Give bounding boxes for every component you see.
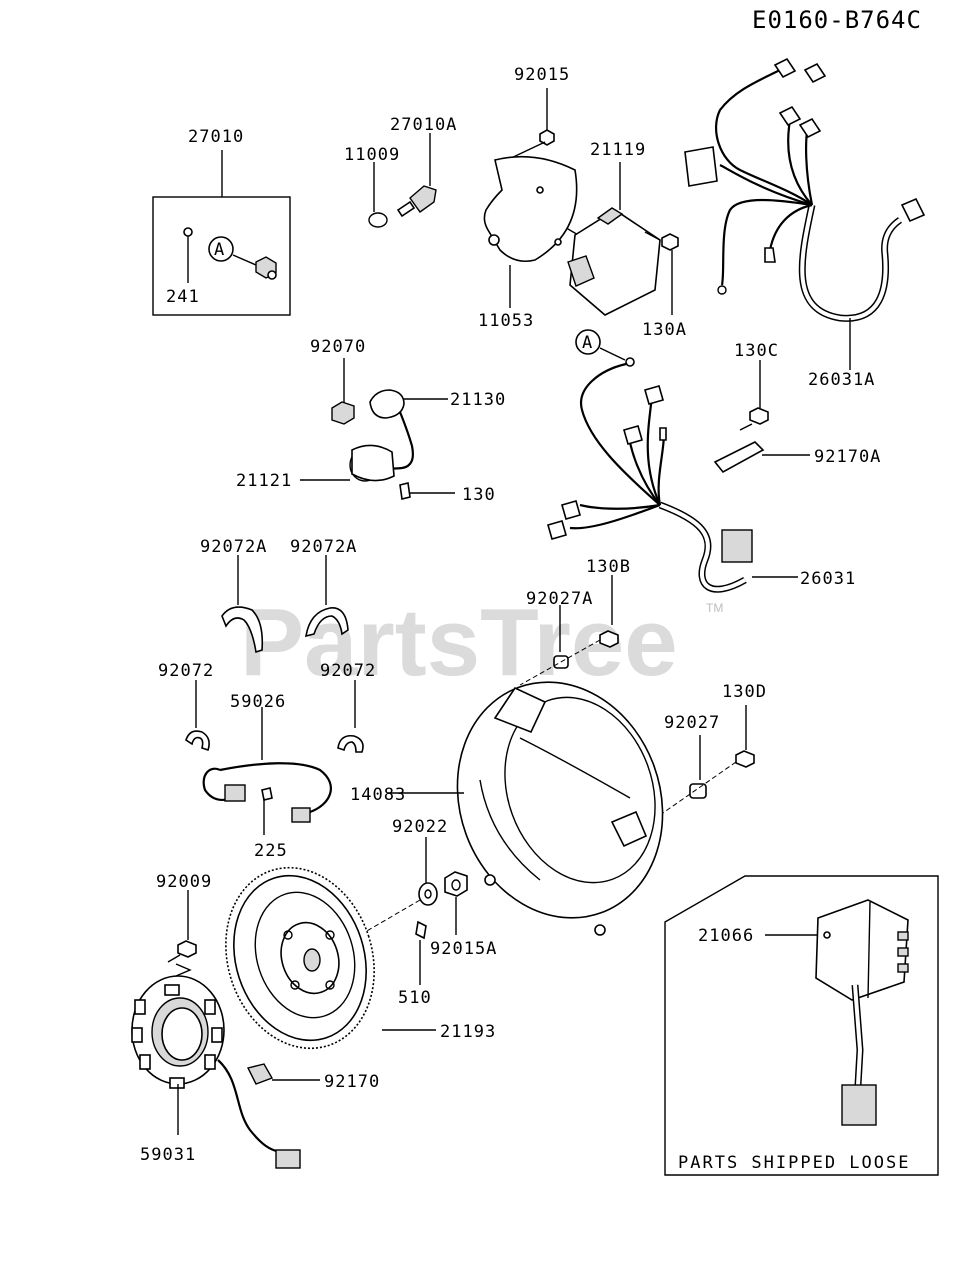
part-spark-plug-cap-group[interactable] <box>300 358 455 500</box>
part-label-92015[interactable]: 92015 <box>514 65 570 85</box>
part-label-21066[interactable]: 21066 <box>698 926 754 946</box>
part-label-92009[interactable]: 92009 <box>156 872 212 892</box>
part-flywheel-hardware[interactable] <box>359 837 468 985</box>
part-label-92072-2[interactable]: 92072 <box>320 661 376 681</box>
part-label-92170[interactable]: 92170 <box>324 1072 380 1092</box>
callout-a-circle-2 <box>575 329 601 355</box>
part-label-59026[interactable]: 59026 <box>230 692 286 712</box>
part-stator-screw[interactable] <box>167 890 197 983</box>
part-label-241[interactable]: 241 <box>166 287 200 307</box>
part-sensor-and-clamps[interactable] <box>185 680 364 835</box>
part-oil-pressure-switch[interactable] <box>368 133 437 228</box>
parts-shipped-loose-caption: PARTS SHIPPED LOOSE <box>678 1153 910 1173</box>
part-label-92072a-2[interactable]: 92072A <box>290 537 357 557</box>
watermark-trademark: TM <box>706 601 723 615</box>
part-regulator-rectifier[interactable] <box>765 899 909 1126</box>
part-label-26031a[interactable]: 26031A <box>808 370 875 390</box>
part-label-510[interactable]: 510 <box>398 988 432 1008</box>
part-flywheel[interactable] <box>203 848 436 1067</box>
part-label-11053[interactable]: 11053 <box>478 311 534 331</box>
part-stator[interactable] <box>131 975 301 1169</box>
part-shroud-fasteners-upper[interactable] <box>519 575 619 686</box>
part-label-130d[interactable]: 130D <box>722 682 767 702</box>
callout-letter-a-2: A <box>582 333 593 353</box>
part-label-130a[interactable]: 130A <box>642 320 687 340</box>
part-label-14083[interactable]: 14083 <box>350 785 406 805</box>
part-ignition-module-assembly[interactable] <box>483 88 679 316</box>
part-label-92027a[interactable]: 92027A <box>526 589 593 609</box>
part-label-26031[interactable]: 26031 <box>800 569 856 589</box>
part-label-225[interactable]: 225 <box>254 841 288 861</box>
parts-shipped-loose-box <box>664 875 939 1176</box>
part-label-11009[interactable]: 11009 <box>344 145 400 165</box>
part-label-27010[interactable]: 27010 <box>188 127 244 147</box>
part-label-21121[interactable]: 21121 <box>236 471 292 491</box>
part-label-92027[interactable]: 92027 <box>664 713 720 733</box>
callout-letter-a: A <box>214 240 225 260</box>
part-label-92015a[interactable]: 92015A <box>430 939 497 959</box>
diagram-id: E0160-B764C <box>752 6 922 34</box>
part-engine-wiring-harness[interactable] <box>547 329 798 593</box>
part-shroud-fasteners-lower[interactable] <box>659 705 755 816</box>
part-label-21193[interactable]: 21193 <box>440 1022 496 1042</box>
part-wire-clamp-92170[interactable] <box>246 1063 320 1085</box>
part-label-92072-1[interactable]: 92072 <box>158 661 214 681</box>
part-label-130c[interactable]: 130C <box>734 341 779 361</box>
part-label-130b[interactable]: 130B <box>586 557 631 577</box>
part-label-92022[interactable]: 92022 <box>392 817 448 837</box>
part-label-130[interactable]: 130 <box>462 485 496 505</box>
part-fan-shroud[interactable] <box>388 653 695 947</box>
part-clamp-and-bolt[interactable] <box>713 360 810 474</box>
part-label-27010a[interactable]: 27010A <box>390 115 457 135</box>
part-label-92072a-1[interactable]: 92072A <box>200 537 267 557</box>
callout-a-circle <box>208 236 234 262</box>
part-label-21119[interactable]: 21119 <box>590 140 646 160</box>
part-label-92070[interactable]: 92070 <box>310 337 366 357</box>
part-clamps-92072a[interactable] <box>221 555 349 654</box>
part-label-92170a[interactable]: 92170A <box>814 447 881 467</box>
part-27010-switch-group[interactable] <box>152 150 291 316</box>
part-main-wiring-harness[interactable] <box>684 57 926 370</box>
part-label-21130[interactable]: 21130 <box>450 390 506 410</box>
part-label-59031[interactable]: 59031 <box>140 1145 196 1165</box>
